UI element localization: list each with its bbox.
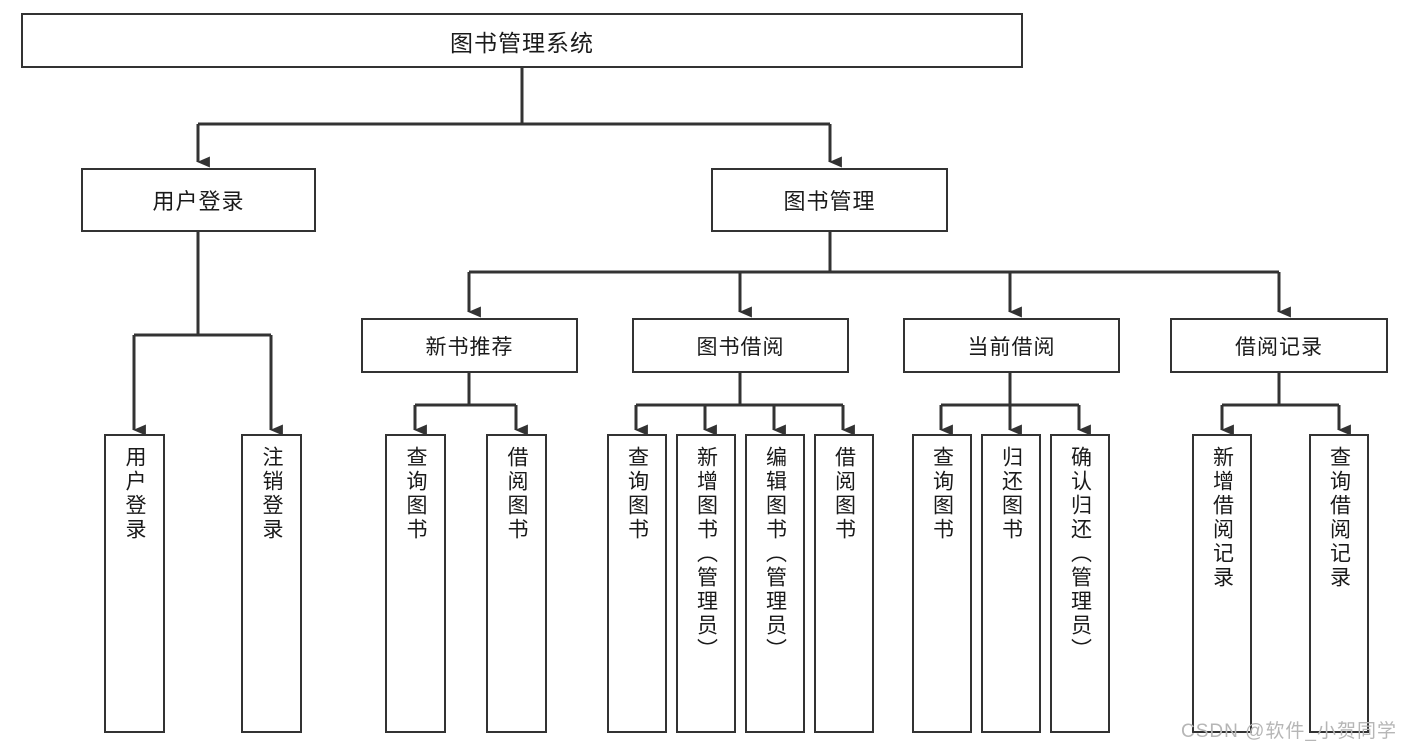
leaf-new-book-borrow-book[interactable]: 借阅图书 <box>486 434 547 733</box>
node-borrow-record-label: 借阅记录 <box>1235 335 1323 359</box>
leaf-user-login-logout[interactable]: 注销登录 <box>241 434 302 733</box>
node-book-management[interactable]: 图书管理 <box>711 168 948 232</box>
leaf-current-borrow-confirm-return[interactable]: 确认归还（管理员） <box>1050 434 1110 733</box>
leaf-label: 注销登录 <box>260 446 283 542</box>
leaf-label: 归还图书 <box>999 446 1023 542</box>
leaf-label: 借阅图书 <box>505 446 528 542</box>
node-user-login-label: 用户登录 <box>152 189 245 214</box>
node-new-book-recommend-label: 新书推荐 <box>425 335 514 359</box>
leaf-new-book-query-book[interactable]: 查询图书 <box>385 434 446 733</box>
leaf-label: 编辑图书（管理员） <box>763 446 787 662</box>
leaf-borrow-record-query-record[interactable]: 查询借阅记录 <box>1309 434 1369 733</box>
leaf-label: 新增图书（管理员） <box>694 446 718 662</box>
leaf-label: 查询借阅记录 <box>1327 446 1351 590</box>
node-root-label: 图书管理系统 <box>450 29 594 56</box>
leaf-borrow-record-add-record[interactable]: 新增借阅记录 <box>1192 434 1252 733</box>
leaf-book-borrow-add-book[interactable]: 新增图书（管理员） <box>676 434 736 733</box>
node-book-borrow[interactable]: 图书借阅 <box>632 318 849 373</box>
leaf-label: 借阅图书 <box>832 446 856 542</box>
leaf-user-login-login[interactable]: 用户登录 <box>104 434 165 733</box>
leaf-current-borrow-query-book[interactable]: 查询图书 <box>912 434 972 733</box>
node-root[interactable]: 图书管理系统 <box>21 13 1023 68</box>
node-borrow-record[interactable]: 借阅记录 <box>1170 318 1388 373</box>
leaf-label: 用户登录 <box>123 446 146 542</box>
node-current-borrow-label: 当前借阅 <box>967 335 1056 359</box>
leaf-label: 查询图书 <box>625 446 649 542</box>
leaf-label: 查询图书 <box>930 446 954 542</box>
node-new-book-recommend[interactable]: 新书推荐 <box>361 318 578 373</box>
leaf-label: 查询图书 <box>404 446 427 542</box>
leaf-book-borrow-borrow-book[interactable]: 借阅图书 <box>814 434 874 733</box>
leaf-book-borrow-query-book[interactable]: 查询图书 <box>607 434 667 733</box>
node-user-login[interactable]: 用户登录 <box>81 168 316 232</box>
csdn-watermark: CSDN @软件_小贺同学 <box>1181 721 1397 742</box>
leaf-book-borrow-edit-book[interactable]: 编辑图书（管理员） <box>745 434 805 733</box>
leaf-current-borrow-return-book[interactable]: 归还图书 <box>981 434 1041 733</box>
node-book-borrow-label: 图书借阅 <box>696 335 785 359</box>
node-current-borrow[interactable]: 当前借阅 <box>903 318 1120 373</box>
leaf-label: 确认归还（管理员） <box>1068 446 1092 662</box>
node-book-management-label: 图书管理 <box>783 189 876 214</box>
leaf-label: 新增借阅记录 <box>1210 446 1234 590</box>
